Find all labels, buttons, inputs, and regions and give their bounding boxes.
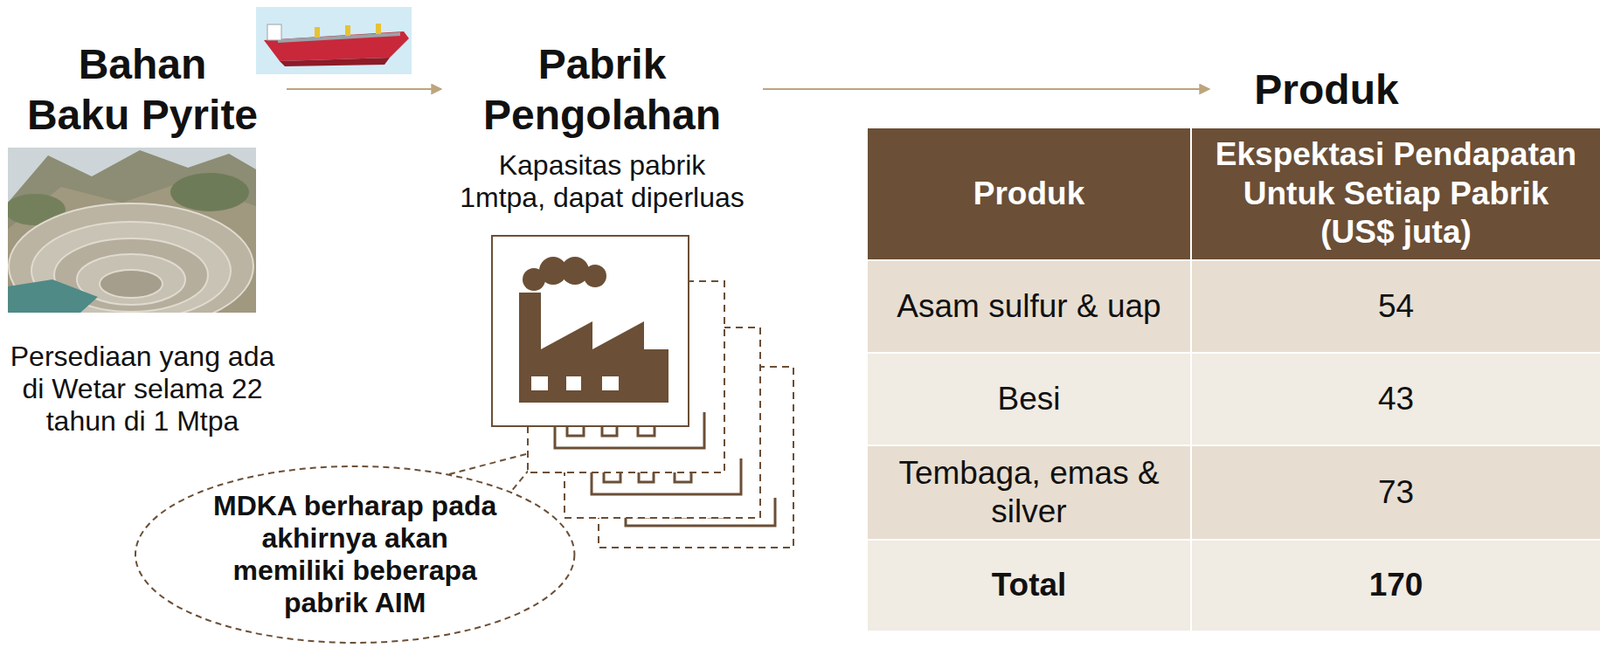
source-heading: Bahan Baku Pyrite	[24, 39, 262, 140]
table-value: Besi	[997, 380, 1061, 419]
table-cell: Total	[867, 540, 1191, 631]
vegetation	[170, 173, 250, 212]
factory-building	[519, 292, 669, 403]
table-header-cell: Produk	[867, 128, 1191, 260]
process-heading: Pabrik Pengolahan	[477, 39, 728, 140]
factory-icon	[491, 235, 689, 427]
factory-window	[531, 376, 548, 391]
table-cell: 73	[1191, 446, 1600, 540]
factory-frame	[491, 235, 689, 427]
table-cell: Asam sulfur & uap	[867, 261, 1191, 353]
table-value: 170	[1369, 566, 1424, 605]
ship-crane	[375, 23, 381, 35]
table-cell: 43	[1191, 353, 1600, 445]
process-note: Kapasitas pabrik 1mtpa, dapat diperluas	[456, 149, 749, 215]
water	[7, 279, 98, 313]
table-value: 73	[1378, 473, 1414, 513]
table-value: 43	[1378, 380, 1414, 419]
table-cell: Besi	[867, 353, 1191, 445]
callout-text: MDKA berharap pada akhirnya akan memilik…	[207, 490, 503, 619]
factory-window	[566, 376, 582, 391]
ship-crane	[314, 27, 320, 38]
flow-arrow	[762, 88, 1210, 91]
ship-background	[256, 6, 412, 75]
ship-crane	[345, 25, 351, 36]
callout-outline	[135, 466, 575, 644]
factory-smoke	[583, 264, 607, 288]
table-header: Produk	[973, 174, 1085, 214]
table-value: 54	[1378, 287, 1414, 326]
table-value: Tembaga, emas & silver	[883, 454, 1175, 533]
factory-window	[602, 376, 619, 391]
table-cell: 170	[1191, 540, 1600, 631]
process-group: Pabrik PengolahanKapasitas pabrik 1mtpa,…	[444, 39, 760, 215]
ship-illustration	[256, 6, 412, 75]
product-heading: Produk	[1212, 64, 1441, 116]
flow-arrow	[286, 88, 442, 91]
ship-deck	[277, 32, 401, 43]
ship-hull	[263, 31, 409, 62]
table-header: Ekspektasi Pendapatan Untuk Setiap Pabri…	[1207, 135, 1585, 252]
table-cell: Tembaga, emas & silver	[867, 446, 1191, 540]
table-value: Asam sulfur & uap	[896, 287, 1161, 326]
source-note: Persediaan yang ada di Wetar selama 22 t…	[4, 340, 282, 437]
table-value: Total	[991, 566, 1067, 605]
table-header-cell: Ekspektasi Pendapatan Untuk Setiap Pabri…	[1191, 128, 1600, 260]
ship-hull-shadow	[279, 57, 390, 67]
product-heading-group: Produk	[1212, 64, 1441, 116]
table-cell: 54	[1191, 261, 1600, 353]
ship-bridge	[267, 24, 282, 41]
callout-bubble: MDKA berharap pada akhirnya akan memilik…	[133, 464, 576, 645]
source-group: Bahan Baku PyritePersediaan yang ada di …	[1, 39, 284, 438]
pit-terrace	[99, 270, 163, 298]
pit-terrace	[8, 203, 254, 313]
mine-photo	[7, 147, 257, 313]
